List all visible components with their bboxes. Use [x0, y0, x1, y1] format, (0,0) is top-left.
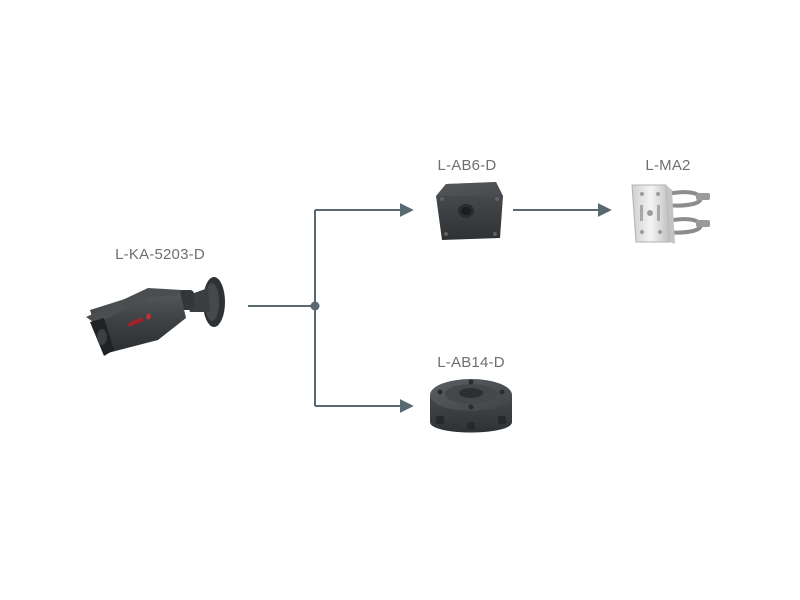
label-l-ab6-d: L-AB6-D	[437, 157, 497, 174]
connector-lines	[248, 203, 612, 413]
square-junction-box-icon	[436, 182, 503, 240]
label-l-ka-5203-d: L-KA-5203-D	[115, 246, 205, 263]
bullet-camera-icon	[86, 277, 225, 356]
label-l-ma2: L-MA2	[645, 157, 691, 174]
pole-mount-adapter-icon	[631, 184, 710, 244]
round-junction-box-icon	[430, 379, 512, 433]
branch-junction-dot	[310, 301, 320, 311]
label-l-ab14-d: L-AB14-D	[437, 354, 505, 371]
